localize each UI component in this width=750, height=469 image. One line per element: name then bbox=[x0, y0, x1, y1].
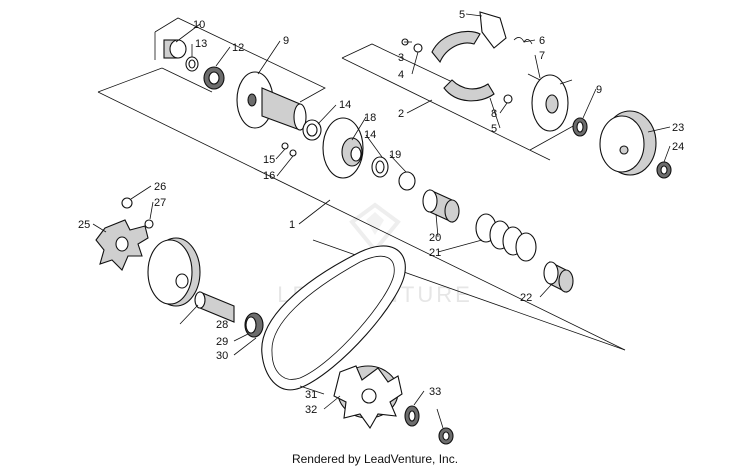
callout-14a: 14 bbox=[339, 99, 351, 111]
callout-18: 19 bbox=[389, 149, 401, 161]
callout-15: 15 bbox=[263, 154, 275, 166]
callout-31: 32 bbox=[305, 404, 317, 416]
callout-6: 6 bbox=[539, 35, 545, 47]
callout-25: 26 bbox=[154, 181, 166, 193]
callout-12: 12 bbox=[232, 42, 244, 54]
drive-belt-part-30 bbox=[261, 245, 406, 391]
washers-part-3-4 bbox=[401, 38, 423, 53]
assembly-frame-2 bbox=[341, 43, 576, 161]
washer-part-32 bbox=[404, 405, 420, 427]
bearing-part-12 bbox=[203, 66, 225, 90]
bearing-part-14b bbox=[371, 156, 389, 178]
callout-19: 20 bbox=[429, 232, 441, 244]
callout-labels: 10 13 12 9 14 18 14 15 16 19 20 21 22 1 … bbox=[78, 9, 684, 416]
callout-22: 23 bbox=[672, 122, 684, 134]
pin-part-8 bbox=[503, 94, 513, 104]
callout-5a: 5 bbox=[459, 9, 465, 21]
callout-28: 29 bbox=[216, 336, 228, 348]
callout-8: 8 bbox=[491, 108, 497, 120]
callout-9: 9 bbox=[596, 84, 602, 96]
collar-part-19 bbox=[422, 189, 460, 223]
spring-part-20 bbox=[475, 213, 537, 262]
fan-part-31 bbox=[333, 365, 403, 430]
spacer-part-28 bbox=[244, 312, 264, 338]
fan-part-24 bbox=[95, 219, 149, 271]
footer-credit: Rendered by LeadVenture, Inc. bbox=[292, 452, 458, 466]
clutch-plate-part-7 bbox=[527, 73, 573, 132]
callout-29: 30 bbox=[216, 350, 228, 362]
shoe-part-5a bbox=[431, 11, 507, 64]
callout-17: 18 bbox=[364, 112, 376, 124]
drum-part-22 bbox=[599, 110, 657, 176]
washer-part-9 bbox=[572, 117, 588, 137]
callout-16: 16 bbox=[263, 170, 275, 182]
callout-11: 10 bbox=[193, 19, 205, 31]
callout-32: 33 bbox=[429, 386, 441, 398]
callout-5b: 5 bbox=[491, 123, 497, 135]
oring-part-18 bbox=[398, 171, 416, 191]
driven-sheave-part-10 bbox=[236, 71, 307, 131]
callout-24: 25 bbox=[78, 219, 90, 231]
callout-4: 4 bbox=[398, 69, 404, 81]
bushing-part-11 bbox=[163, 39, 187, 59]
collar-part-27 bbox=[194, 291, 235, 323]
callout-1: 1 bbox=[289, 219, 295, 231]
callout-2: 2 bbox=[398, 108, 404, 120]
washer-part-26 bbox=[144, 219, 154, 229]
bearing-part-14a bbox=[302, 119, 322, 141]
callout-10: 9 bbox=[283, 35, 289, 47]
callout-27: 28 bbox=[216, 319, 228, 331]
seal-part-13 bbox=[185, 56, 199, 72]
callout-7: 7 bbox=[539, 50, 545, 62]
callout-14b: 14 bbox=[364, 129, 376, 141]
watermark-logo bbox=[349, 202, 401, 254]
nut-part-23 bbox=[656, 161, 672, 179]
leader-lines bbox=[92, 13, 671, 429]
callout-23: 24 bbox=[672, 141, 684, 153]
callout-20: 21 bbox=[429, 247, 441, 259]
callout-3: 3 bbox=[398, 52, 404, 64]
callout-21: 22 bbox=[520, 292, 532, 304]
assembly-frame-10 bbox=[154, 17, 326, 103]
callout-26: 27 bbox=[154, 197, 166, 209]
cap-part-21 bbox=[543, 261, 574, 293]
movable-sheave-part-17 bbox=[322, 117, 364, 179]
callout-30: 31 bbox=[305, 389, 317, 401]
nut-part-33 bbox=[438, 427, 454, 445]
drive-sheave-part bbox=[147, 237, 201, 307]
callout-13: 13 bbox=[195, 38, 207, 50]
nut-part-25 bbox=[121, 197, 133, 209]
shoe-part-5b bbox=[443, 79, 495, 102]
